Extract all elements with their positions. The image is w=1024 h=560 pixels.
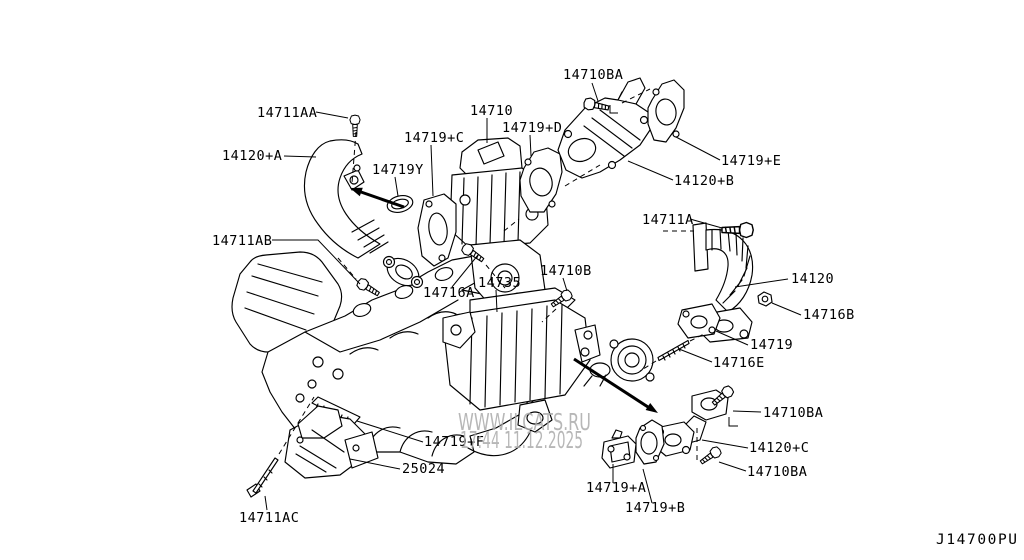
callout-14711A: 14711A bbox=[642, 212, 694, 228]
gasket-14719C-drawing bbox=[417, 193, 457, 267]
manifold-adapter-14120B-drawing bbox=[557, 77, 651, 179]
callout-14716E: 14716E bbox=[713, 355, 765, 371]
callout-14719: 14719 bbox=[750, 337, 793, 353]
bolt-14710BA-bottom-drawing bbox=[697, 444, 724, 468]
callout-14719Y: 14719Y bbox=[372, 162, 424, 178]
callout-14719-A: 14719+A bbox=[586, 480, 646, 496]
bolt-14711AB-drawing bbox=[354, 276, 382, 300]
gasket-14719E-drawing bbox=[647, 79, 685, 143]
gasket-14719D-drawing bbox=[519, 147, 563, 213]
callout-14120: 14120 bbox=[791, 271, 834, 287]
callout-14719-D: 14719+D bbox=[502, 120, 562, 136]
control-valve-25024-drawing bbox=[284, 405, 379, 479]
callout-14719-F: 14719+F bbox=[424, 434, 484, 450]
callout-14710BA-bottom: 14710BA bbox=[747, 464, 807, 480]
callout-14120-A: 14120+A bbox=[222, 148, 282, 164]
nut-14716B-drawing bbox=[757, 291, 773, 307]
stud-14716E-drawing bbox=[657, 339, 690, 362]
bolt-14711AC-drawing bbox=[246, 457, 279, 498]
egr-valve-round-body-drawing bbox=[609, 338, 655, 382]
assembly-axis-dashes bbox=[278, 88, 705, 462]
egr-cooler-14735-drawing bbox=[442, 287, 611, 433]
callout-14120-C: 14120+C bbox=[749, 440, 809, 456]
bolt-14711AA-drawing bbox=[349, 114, 361, 137]
callout-14711AC: 14711AC bbox=[239, 510, 299, 526]
pointer-arrows bbox=[350, 187, 658, 413]
gasket-14719A-drawing bbox=[601, 429, 637, 469]
callout-14719-B: 14719+B bbox=[625, 500, 685, 516]
callout-labels: 14710BA 14711AA 14710 14719+C 14719+D 14… bbox=[212, 67, 855, 526]
seal-ring-14719Y-drawing bbox=[386, 195, 414, 213]
callout-14710B: 14710B bbox=[540, 263, 592, 279]
callout-14716B: 14716B bbox=[803, 307, 855, 323]
callout-14711AB: 14711AB bbox=[212, 233, 272, 249]
callout-leader-lines bbox=[264, 82, 802, 511]
orientation-marks bbox=[609, 105, 738, 427]
diagram-code: J14700PU bbox=[936, 532, 1019, 548]
watermark-timestamp: 17:44 11.12.2025 bbox=[460, 428, 583, 454]
watermark: WWW.ILCATS.RU 17:44 11.12.2025 bbox=[458, 410, 591, 454]
callout-14710: 14710 bbox=[470, 103, 513, 119]
gasket-14719B-drawing bbox=[635, 419, 665, 465]
callout-14719-C: 14719+C bbox=[404, 130, 464, 146]
callout-14710BA-top: 14710BA bbox=[563, 67, 623, 83]
callout-14716A: 14716A bbox=[423, 285, 475, 301]
callout-14735: 14735 bbox=[478, 275, 521, 291]
callout-14710BA-right: 14710BA bbox=[763, 405, 823, 421]
callout-25024: 25024 bbox=[402, 461, 445, 477]
callout-14719-E: 14719+E bbox=[721, 153, 781, 169]
watermark-site: WWW.ILCATS.RU bbox=[458, 410, 591, 436]
callout-14711AA: 14711AA bbox=[257, 105, 317, 121]
flange-14719-drawing bbox=[677, 303, 721, 339]
callout-14120-B: 14120+B bbox=[674, 173, 734, 189]
